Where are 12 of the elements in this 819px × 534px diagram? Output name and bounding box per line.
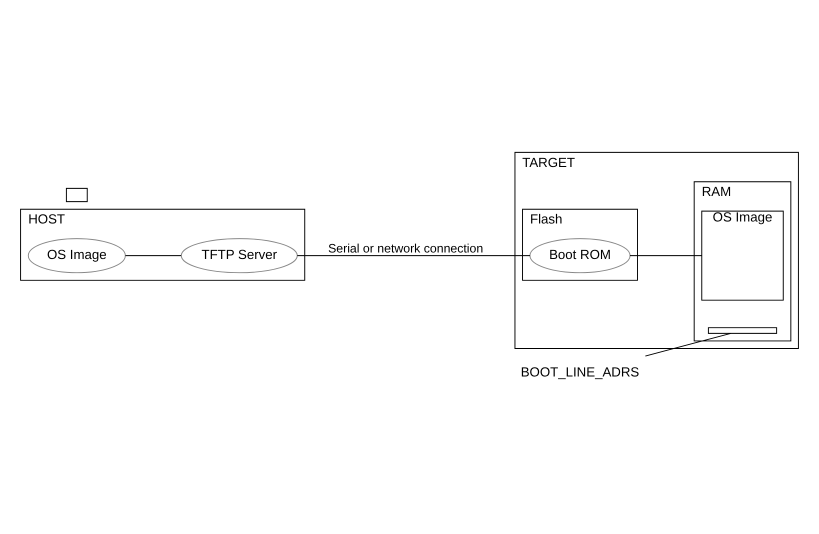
node-box: OS Image	[701, 210, 784, 300]
connector	[630, 254, 702, 256]
node-ellipse: TFTP Server	[180, 238, 298, 273]
connector	[644, 332, 732, 356]
connector	[125, 254, 182, 256]
node-bar	[708, 326, 778, 334]
connector	[296, 254, 530, 256]
node-ellipse: OS Image	[28, 238, 126, 273]
node-box	[66, 187, 88, 202]
node-text: BOOT_LINE_ADRS	[520, 364, 640, 380]
node-ellipse: Boot ROM	[530, 238, 630, 273]
edge-label: Serial or network connection	[328, 240, 484, 255]
